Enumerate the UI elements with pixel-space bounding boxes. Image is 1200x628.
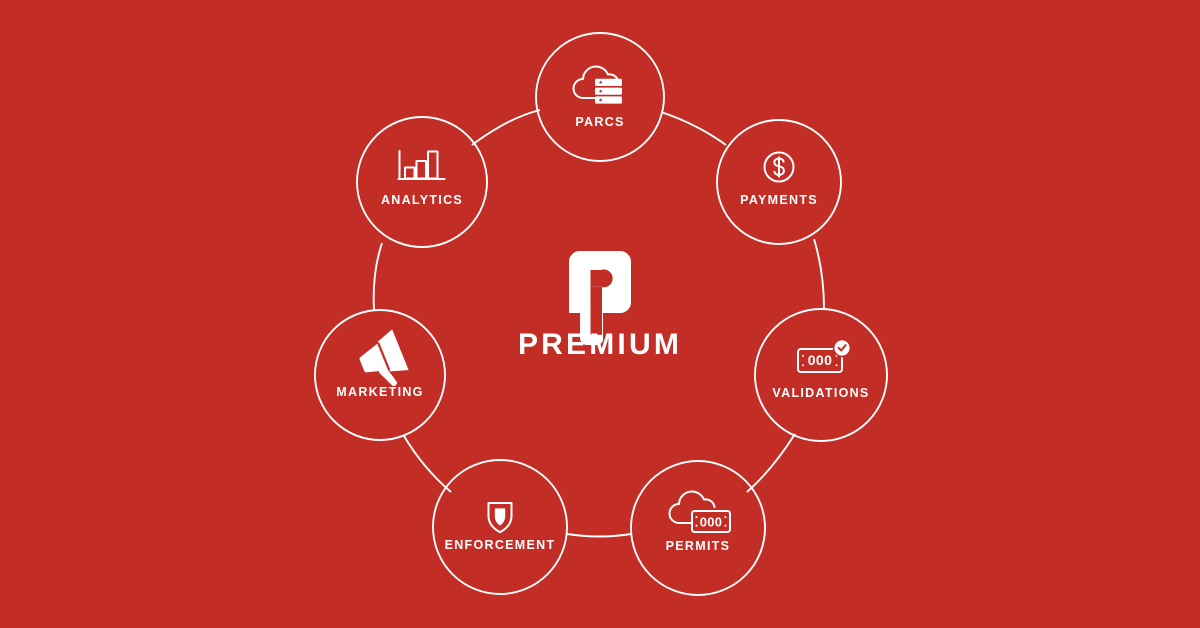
node-parcs-ring[interactable] (535, 32, 665, 162)
node-validations-label: VALIDATIONS (772, 386, 869, 400)
dollar-coin-icon (763, 151, 795, 183)
node-marketing-ring[interactable] (314, 309, 446, 441)
validations-ticket-value: 000 (808, 352, 833, 368)
node-validations[interactable]: 000 VALIDATIONS (754, 308, 888, 442)
node-enforcement-ring[interactable] (432, 459, 568, 595)
connector-marketing-analytics (372, 242, 383, 311)
node-payments[interactable]: PAYMENTS (716, 119, 842, 245)
bar-chart-icon (397, 150, 446, 180)
node-validations-ring[interactable] (754, 308, 888, 442)
cloud-server-icon (572, 65, 622, 104)
node-analytics-label: ANALYTICS (381, 193, 463, 207)
node-marketing[interactable]: MARKETING (314, 309, 446, 441)
premium-p-logo-icon (569, 251, 631, 345)
node-analytics-ring[interactable] (356, 116, 488, 248)
connector-enforcement-marketing (403, 435, 452, 493)
permits-ticket-value: 000 (700, 515, 723, 530)
node-enforcement[interactable]: ENFORCEMENT (432, 459, 568, 595)
connector-permits-enforcement (566, 533, 632, 538)
node-permits-ring[interactable] (630, 460, 766, 596)
connector-group (372, 109, 825, 538)
node-permits-label: PERMITS (666, 539, 731, 553)
shield-badge-icon (487, 502, 513, 534)
node-analytics[interactable]: ANALYTICS (356, 116, 488, 248)
connector-validations-permits (746, 433, 796, 493)
node-marketing-label: MARKETING (336, 385, 423, 399)
brand-wordmark: PREMIUM (518, 328, 682, 361)
node-payments-label: PAYMENTS (740, 193, 818, 207)
node-parcs-label: PARCS (575, 115, 624, 129)
node-parcs[interactable]: PARCS (535, 32, 665, 162)
brand-lockup: PREMIUM (518, 251, 682, 361)
cloud-ticket-icon: 000 (668, 490, 731, 533)
connector-parcs-payments (660, 111, 727, 146)
ticket-check-icon: 000 (797, 338, 852, 373)
node-permits[interactable]: 000 PERMITS (630, 460, 766, 596)
connector-analytics-parcs (471, 109, 541, 146)
node-payments-ring[interactable] (716, 119, 842, 245)
megaphone-icon (359, 329, 409, 386)
connector-payments-validations (813, 238, 825, 310)
node-enforcement-label: ENFORCEMENT (445, 538, 556, 552)
